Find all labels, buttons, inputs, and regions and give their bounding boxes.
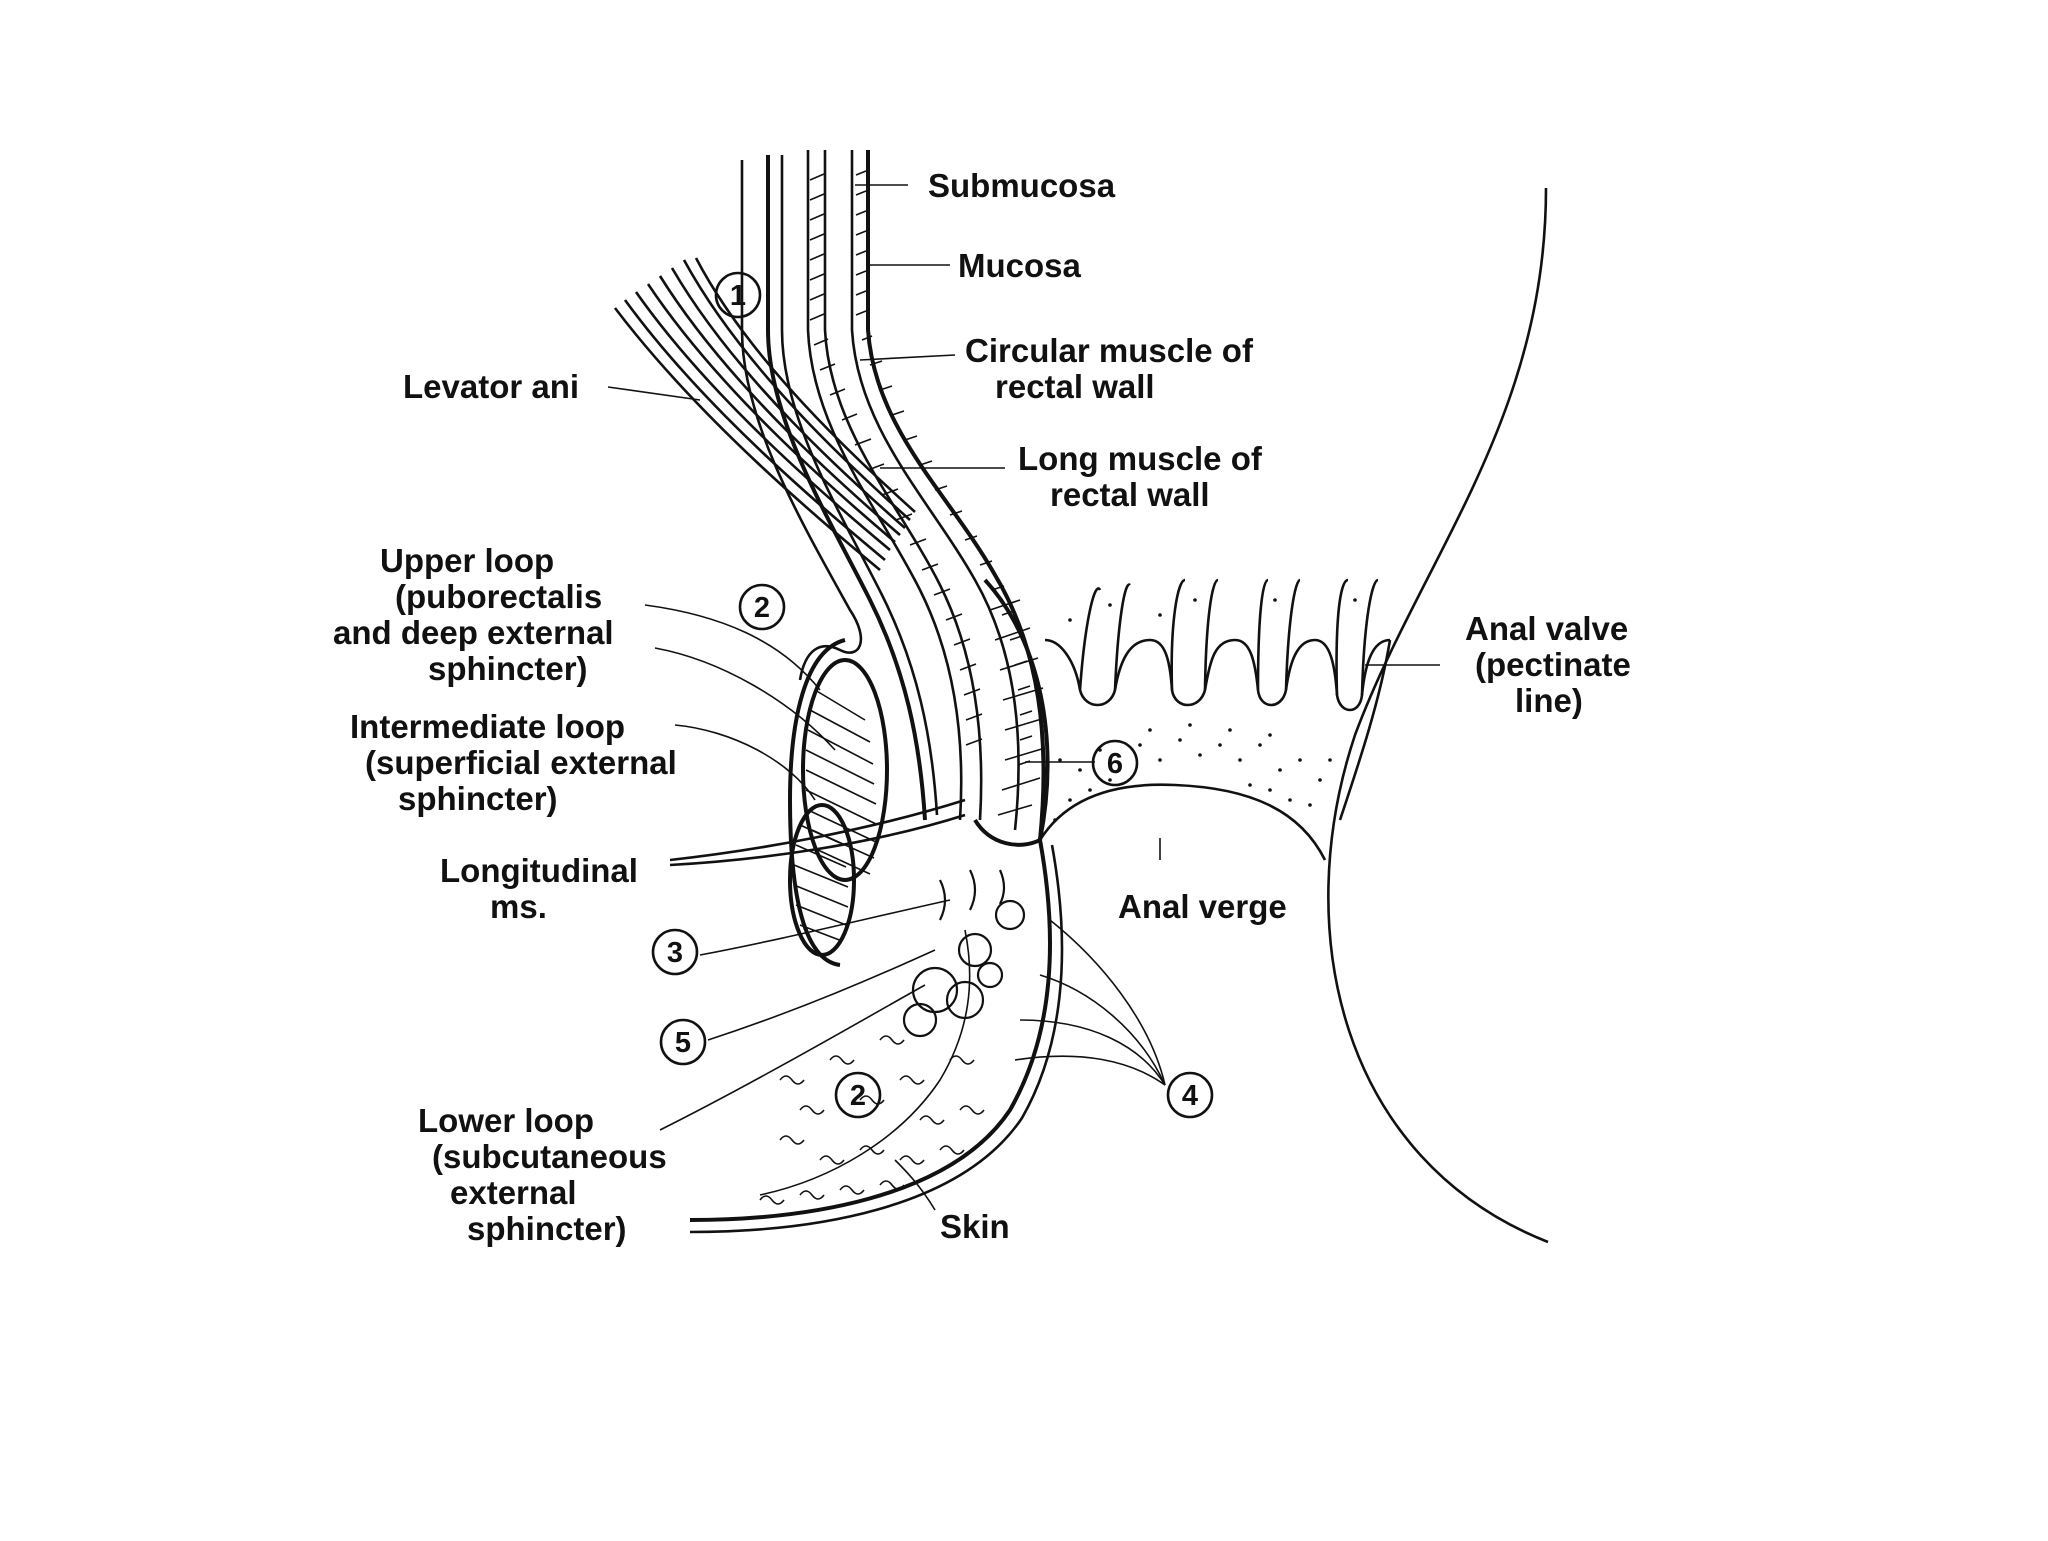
marker-2-lower: 2 xyxy=(834,1071,882,1119)
svg-text:Circular muscle of: Circular muscle of xyxy=(965,332,1254,369)
svg-text:2: 2 xyxy=(754,592,770,624)
label-submucosa: Submucosa xyxy=(928,167,1116,204)
label-longitudinal: Longitudinal ms. xyxy=(440,852,638,925)
label-intermediate-loop: Intermediate loop (superficial external … xyxy=(350,708,677,817)
external-sphincter-outline xyxy=(787,638,846,967)
stipple-region xyxy=(1053,598,1357,822)
svg-text:sphincter): sphincter) xyxy=(398,780,558,817)
longitudinal-muscle-line xyxy=(669,798,966,862)
svg-text:(puborectalis: (puborectalis xyxy=(395,578,602,615)
svg-text:1: 1 xyxy=(730,280,746,312)
svg-text:sphincter): sphincter) xyxy=(467,1210,627,1247)
label-long-muscle: Long muscle of rectal wall xyxy=(1018,440,1263,513)
buttock-outline xyxy=(1327,187,1549,1244)
marker-6: 6 xyxy=(1091,739,1139,787)
svg-text:Upper loop: Upper loop xyxy=(380,542,554,579)
outer-fascia xyxy=(740,160,863,681)
svg-text:and deep external: and deep external xyxy=(333,614,614,651)
upper-loop-muscle xyxy=(801,658,889,882)
label-anal-valve: Anal valve (pectinate line) xyxy=(1465,610,1631,719)
svg-text:(subcutaneous: (subcutaneous xyxy=(432,1138,667,1175)
label-levator-ani: Levator ani xyxy=(403,368,579,405)
label-skin: Skin xyxy=(940,1208,1010,1245)
svg-text:ms.: ms. xyxy=(490,888,547,925)
circular-muscle-hatching xyxy=(809,170,1033,766)
svg-text:rectal wall: rectal wall xyxy=(995,368,1155,405)
lower-loop-texture xyxy=(759,1035,985,1205)
label-lower-loop: Lower loop (subcutaneous external sphinc… xyxy=(418,1102,667,1247)
svg-text:sphincter): sphincter) xyxy=(428,650,588,687)
svg-text:Long muscle of: Long muscle of xyxy=(1018,440,1263,477)
lower-loop-outline xyxy=(689,839,1052,1222)
rectal-wall xyxy=(766,150,1046,841)
pectinate-curve xyxy=(1338,639,1392,821)
svg-text:line): line) xyxy=(1515,682,1583,719)
label-mucosa: Mucosa xyxy=(958,247,1082,284)
marker-3: 3 xyxy=(651,928,699,976)
svg-text:5: 5 xyxy=(675,1027,691,1059)
svg-text:rectal wall: rectal wall xyxy=(1050,476,1210,513)
svg-text:6: 6 xyxy=(1107,748,1123,780)
marker-4: 4 xyxy=(1166,1071,1214,1119)
svg-text:Longitudinal: Longitudinal xyxy=(440,852,638,889)
leader-lines xyxy=(607,184,1440,1211)
label-anal-verge: Anal verge xyxy=(1118,888,1287,925)
internal-sphincter xyxy=(973,578,1050,847)
anal-columns xyxy=(1044,578,1391,712)
anal-canal-floor xyxy=(1038,783,1327,861)
anal-glands xyxy=(902,869,1026,1038)
marker-2-upper: 2 xyxy=(738,583,786,631)
marker-1: 1 xyxy=(714,271,762,319)
svg-text:2: 2 xyxy=(850,1080,866,1112)
svg-text:external: external xyxy=(450,1174,577,1211)
levator-ani-muscle xyxy=(613,257,916,571)
svg-text:4: 4 xyxy=(1182,1080,1198,1112)
marker-5: 5 xyxy=(659,1018,707,1066)
svg-text:Intermediate loop: Intermediate loop xyxy=(350,708,625,745)
svg-text:Anal valve: Anal valve xyxy=(1465,610,1628,647)
label-circular-muscle: Circular muscle of rectal wall xyxy=(965,332,1254,405)
svg-text:(superficial external: (superficial external xyxy=(365,744,677,781)
svg-text:(pectinate: (pectinate xyxy=(1475,646,1631,683)
label-upper-loop: Upper loop (puborectalis and deep extern… xyxy=(333,542,614,687)
svg-text:3: 3 xyxy=(667,937,683,969)
lower-loop-inner xyxy=(759,929,971,1196)
svg-text:Lower loop: Lower loop xyxy=(418,1102,594,1139)
